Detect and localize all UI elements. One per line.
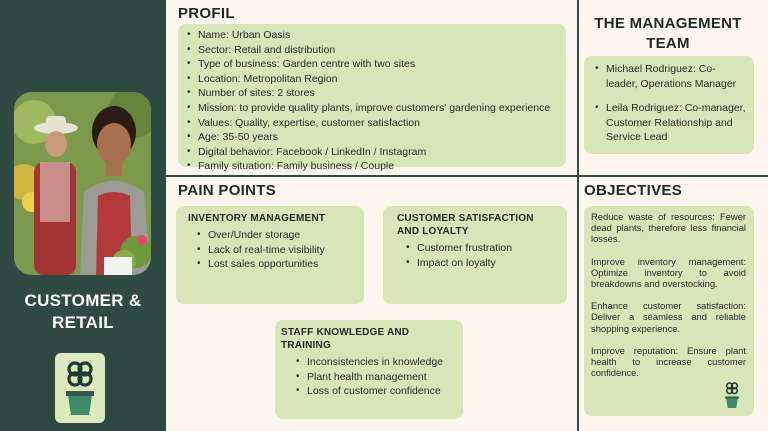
pain-card-title: STAFF KNOWLEDGE AND TRAINING — [281, 327, 410, 351]
plant-pot-small-icon — [720, 378, 744, 412]
pain-card-list: Over/Under storage Lack of real-time vis… — [188, 228, 352, 272]
pain-card-customer-satisfaction: CUSTOMER SATISFACTION AND LOYALTY Custom… — [383, 206, 567, 304]
pain-card-inventory: INVENTORY MANAGEMENT Over/Under storage … — [176, 206, 364, 304]
management-member: Leila Rodriguez: Co-manager, Customer Re… — [594, 101, 746, 145]
profil-item: Number of sites: 2 stores — [186, 86, 558, 101]
sidebar-title: CUSTOMER & RETAIL — [0, 290, 166, 334]
profil-item: Digital behavior: Facebook / LinkedIn / … — [186, 145, 558, 160]
objective-item: Improve reputation: Ensure plant health … — [591, 344, 746, 379]
profil-item: Location: Metropolitan Region — [186, 72, 558, 87]
sidebar-title-line2: RETAIL — [52, 313, 114, 332]
pain-card-list: Customer frustration Impact on loyalty — [397, 241, 555, 270]
pain-item: Loss of customer confidence — [295, 384, 457, 399]
management-title: THE MANAGEMENT TEAM — [582, 14, 754, 54]
management-title-line2: TEAM — [646, 35, 690, 52]
persona-photo — [14, 92, 151, 275]
pain-item: Impact on loyalty — [405, 256, 555, 271]
pain-item: Customer frustration — [405, 241, 555, 256]
pain-card-title: CUSTOMER SATISFACTION AND LOYALTY — [397, 213, 534, 237]
sidebar-title-line1: CUSTOMER & — [24, 291, 142, 310]
pain-item: Over/Under storage — [196, 228, 352, 243]
objective-item: Enhance customer satisfaction: Deliver a… — [591, 300, 746, 334]
profil-list: Name: Urban Oasis Sector: Retail and dis… — [186, 28, 558, 174]
pain-item: Lack of real-time visibility — [196, 243, 352, 258]
management-card: Michael Rodriguez: Co-leader, Operations… — [584, 56, 754, 154]
profil-item: Sector: Retail and distribution — [186, 43, 558, 58]
sidebar: CUSTOMER & RETAIL — [0, 0, 166, 431]
profil-item: Age: 35-50 years — [186, 130, 558, 145]
profil-item: Name: Urban Oasis — [186, 28, 558, 43]
objective-item: Improve inventory management: Optimize i… — [591, 255, 746, 290]
management-member: Michael Rodriguez: Co-leader, Operations… — [594, 62, 746, 91]
objective-item: Reduce waste of resources: Fewer dead pl… — [591, 211, 746, 245]
profil-item: Family situation: Family business / Coup… — [186, 159, 558, 174]
profil-card: Name: Urban Oasis Sector: Retail and dis… — [178, 24, 566, 174]
pain-item: Plant health management — [295, 370, 457, 385]
vertical-divider — [577, 0, 579, 431]
pain-card-title: INVENTORY MANAGEMENT — [188, 213, 326, 224]
horizontal-divider — [166, 175, 768, 177]
objectives-card: Reduce waste of resources: Fewer dead pl… — [584, 206, 754, 416]
plant-pot-logo-icon — [55, 353, 105, 423]
profil-item: Type of business: Garden centre with two… — [186, 57, 558, 72]
management-list: Michael Rodriguez: Co-leader, Operations… — [594, 62, 746, 145]
profil-item: Values: Quality, expertise, customer sat… — [186, 116, 558, 131]
management-title-line1: THE MANAGEMENT — [594, 15, 742, 32]
pain-card-staff-knowledge: STAFF KNOWLEDGE AND TRAINING Inconsisten… — [275, 320, 463, 419]
pain-item: Inconsistencies in knowledge — [295, 355, 457, 370]
pain-points-title: PAIN POINTS — [178, 182, 277, 199]
profil-item: Mission: to provide quality plants, impr… — [186, 101, 558, 116]
pain-card-list: Inconsistencies in knowledge Plant healt… — [281, 355, 457, 399]
pain-item: Lost sales opportunities — [196, 257, 352, 272]
profil-title: PROFIL — [178, 5, 235, 22]
objectives-title: OBJECTIVES — [584, 182, 683, 199]
